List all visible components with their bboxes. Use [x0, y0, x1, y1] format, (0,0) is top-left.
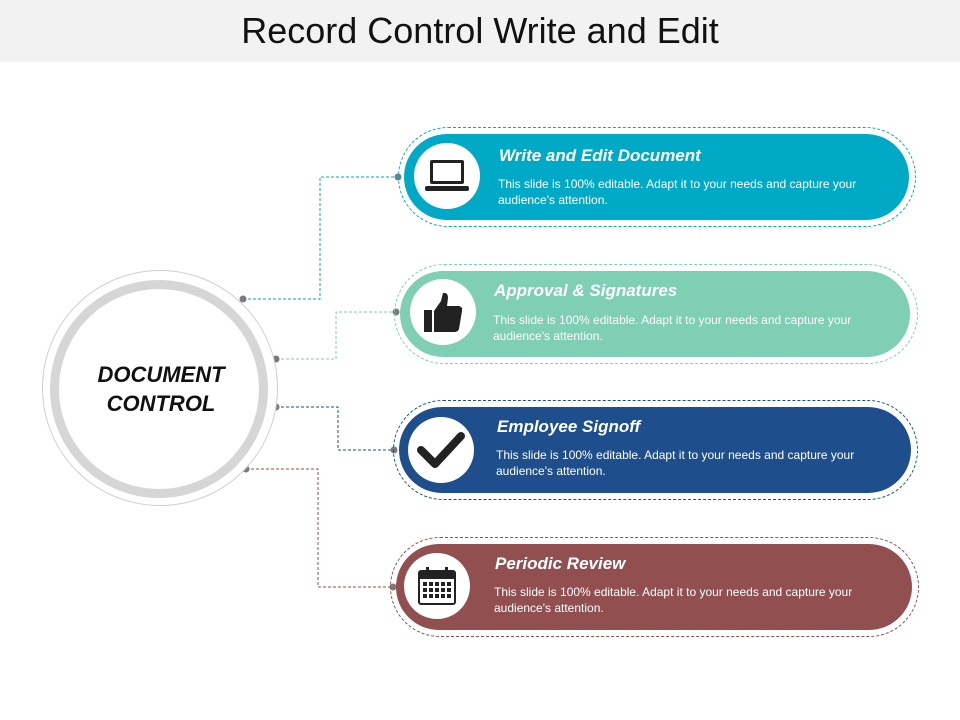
connector-3: [276, 406, 394, 451]
page-title: Record Control Write and Edit: [241, 10, 719, 51]
calendar-icon: [418, 567, 456, 605]
item-2-description: This slide is 100% editable. Adapt it to…: [493, 313, 852, 343]
item-4-icon-circle: [404, 553, 470, 619]
connector-2: [276, 311, 396, 360]
item-4-title: Periodic Review: [495, 554, 626, 573]
laptop-icon: [425, 160, 469, 191]
hub-ring: [50, 280, 268, 498]
connector-1: [243, 176, 398, 300]
hub-label-line2: CONTROL: [106, 391, 216, 416]
item-3-pill: [399, 407, 911, 493]
item-3-description: This slide is 100% editable. Adapt it to…: [496, 448, 855, 478]
item-3-title: Employee Signoff: [497, 417, 641, 436]
thumbs-up-icon: [424, 292, 463, 332]
item-3-icon-circle: [408, 417, 474, 483]
checkmark-icon: [417, 432, 465, 468]
item-4-outline: [390, 537, 919, 637]
connector-dot: [239, 295, 247, 303]
item-3-outline: [393, 400, 918, 500]
item-1-title: Write and Edit Document: [499, 146, 701, 165]
hub-label: DOCUMENT CONTROL: [70, 360, 252, 418]
item-1-outline: [398, 127, 916, 227]
item-1-description: This slide is 100% editable. Adapt it to…: [498, 177, 857, 207]
item-2-outline: [394, 264, 918, 364]
title-bar: [0, 0, 960, 62]
item-2-pill: [400, 271, 910, 357]
connector-4: [246, 468, 393, 588]
item-1-pill: [404, 134, 909, 220]
item-4-pill: [396, 544, 912, 630]
hub-label-line1: DOCUMENT: [97, 362, 225, 387]
item-2-title: Approval & Signatures: [494, 281, 678, 300]
item-4-description: This slide is 100% editable. Adapt it to…: [494, 585, 853, 615]
item-2-icon-circle: [410, 279, 476, 345]
item-1-icon-circle: [414, 143, 480, 209]
